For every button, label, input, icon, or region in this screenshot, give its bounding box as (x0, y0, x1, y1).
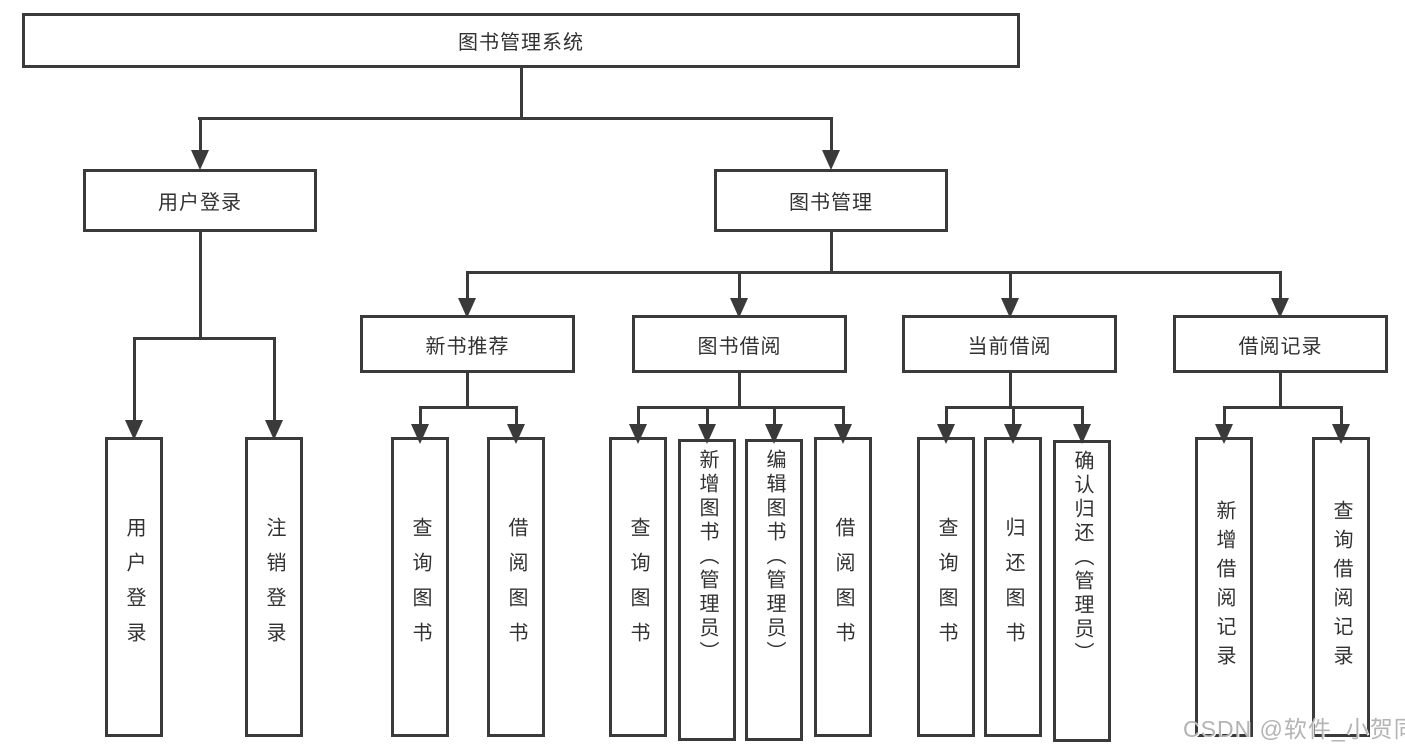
connector-line (466, 271, 469, 300)
connector-line (199, 232, 202, 340)
connector-line (199, 117, 202, 152)
arrow-head (1073, 424, 1091, 444)
node-book-borrow: 图书借阅 (632, 315, 847, 373)
leaf-label: 借阅图书 (832, 517, 854, 657)
leaf-label: 用户登录 (123, 517, 145, 657)
leaf-query-books-borrow: 查询图书 (609, 437, 667, 737)
connector-line (738, 373, 741, 409)
leaf-label: 确认归还（管理员） (1071, 450, 1093, 666)
connector-line (1279, 373, 1282, 409)
leaf-label: 归还图书 (1002, 517, 1024, 657)
arrow-head (507, 424, 525, 444)
connector-line (1279, 271, 1282, 300)
arrow-head (1001, 298, 1019, 318)
arrow-head (458, 298, 476, 318)
leaf-label: 查询借阅记录 (1330, 500, 1352, 674)
connector-line (520, 67, 523, 119)
arrow-head (125, 420, 143, 440)
arrow-head (1004, 424, 1022, 444)
connector-line (1009, 271, 1012, 300)
connector-line (830, 117, 833, 152)
leaf-label: 新增借阅记录 (1213, 500, 1235, 674)
connector-line (830, 232, 833, 274)
leaf-label: 新增图书（管理员） (696, 449, 718, 665)
connector-line (1340, 406, 1343, 426)
arrow-head (411, 424, 429, 444)
connector-line (466, 271, 1282, 274)
connector-line (706, 406, 709, 426)
arrow-head (1215, 424, 1233, 444)
connector-line (1223, 406, 1342, 409)
connector-line (273, 337, 276, 422)
arrow-head (1271, 298, 1289, 318)
leaf-label: 查询图书 (935, 517, 957, 657)
node-user-login: 用户登录 (83, 169, 317, 232)
connector-line (842, 406, 845, 426)
connector-line (1081, 406, 1084, 426)
leaf-borrow-books-recommend: 借阅图书 (487, 437, 545, 737)
leaf-label: 注销登录 (263, 517, 285, 657)
connector-line (198, 117, 833, 120)
arrow-head (834, 424, 852, 444)
leaf-confirm-return-admin: 确认归还（管理员） (1053, 440, 1111, 742)
connector-line (945, 406, 948, 426)
arrow-head (937, 424, 955, 444)
arrow-head (1332, 424, 1350, 444)
arrow-head (265, 420, 283, 440)
arrow-head (822, 150, 840, 170)
node-root: 图书管理系统 (22, 13, 1020, 68)
node-borrow-records: 借阅记录 (1173, 315, 1388, 373)
leaf-add-book-admin: 新增图书（管理员） (678, 439, 736, 741)
leaf-label: 查询图书 (409, 517, 431, 657)
node-current-borrow: 当前借阅 (902, 315, 1117, 373)
arrow-head (191, 150, 209, 170)
connector-line (466, 373, 469, 409)
leaf-edit-book-admin: 编辑图书（管理员） (745, 439, 803, 741)
leaf-label: 查询图书 (627, 517, 649, 657)
connector-line (773, 406, 776, 426)
connector-line (1012, 406, 1015, 426)
connector-line (133, 337, 276, 340)
leaf-add-borrow-record: 新增借阅记录 (1195, 437, 1253, 737)
leaf-label: 借阅图书 (505, 517, 527, 657)
connector-line (133, 337, 136, 422)
leaf-query-borrow-record: 查询借阅记录 (1312, 437, 1370, 737)
connector-line (738, 271, 741, 300)
leaf-label: 编辑图书（管理员） (763, 449, 785, 665)
leaf-return-book: 归还图书 (984, 437, 1042, 737)
leaf-query-books-recommend: 查询图书 (391, 437, 449, 737)
node-new-book-recommend: 新书推荐 (360, 315, 575, 373)
connector-line (515, 406, 518, 426)
arrow-head (730, 298, 748, 318)
node-book-management: 图书管理 (714, 169, 948, 232)
connector-line (419, 406, 517, 409)
leaf-borrow-books: 借阅图书 (814, 437, 872, 737)
connector-line (1223, 406, 1226, 426)
connector-line (419, 406, 422, 426)
connector-line (637, 406, 844, 409)
connector-line (637, 406, 640, 426)
arrow-head (629, 424, 647, 444)
leaf-logout: 注销登录 (245, 437, 303, 737)
arrow-head (698, 424, 716, 444)
arrow-head (765, 424, 783, 444)
leaf-query-books-current: 查询图书 (917, 437, 975, 737)
connector-line (1009, 373, 1012, 409)
leaf-user-login: 用户登录 (105, 437, 163, 737)
csdn-watermark: CSDN @软件_小贺同学 (1183, 716, 1405, 742)
